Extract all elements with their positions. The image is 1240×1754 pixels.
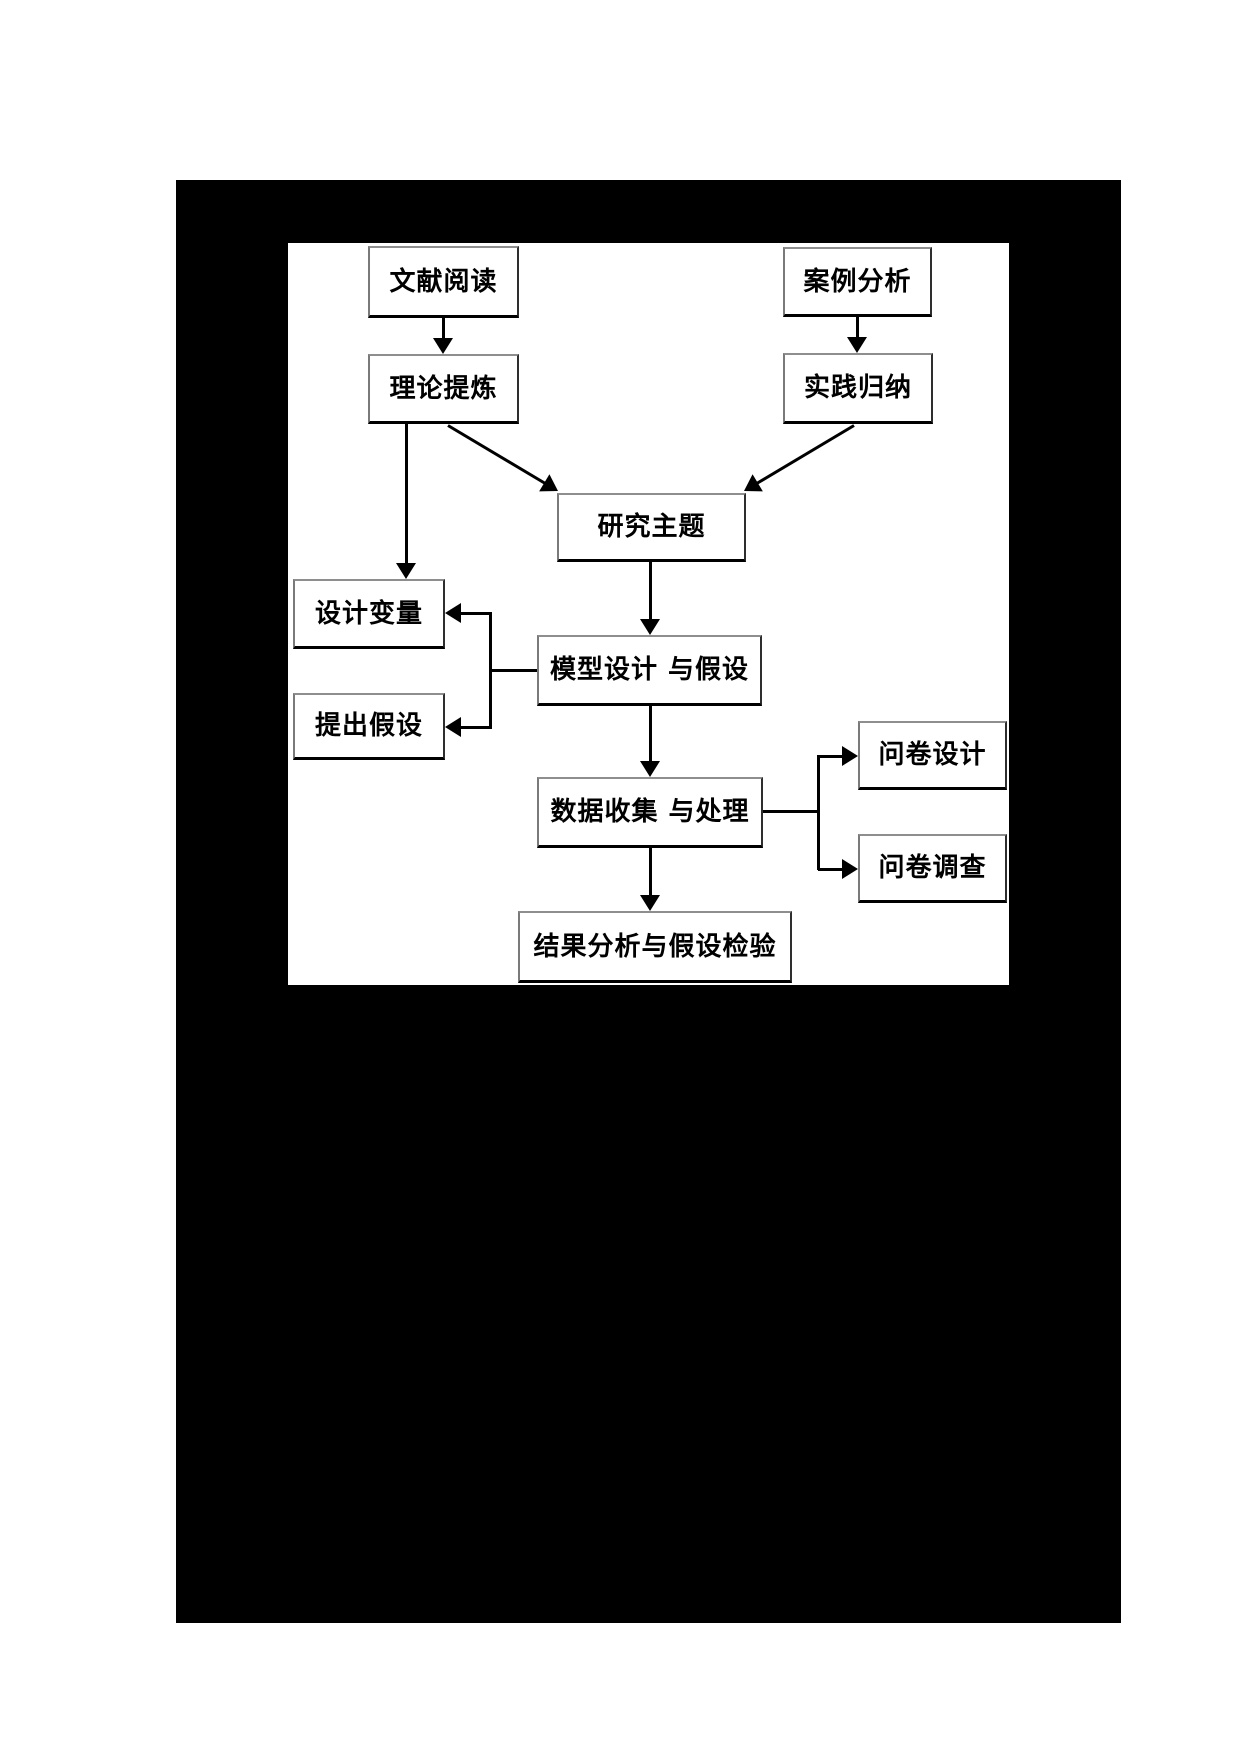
node-label-propose-hypothesis: 提出假设 <box>314 711 423 741</box>
connector-line-data-collection-to-questionnaires <box>816 755 820 870</box>
arrowhead-model-design-to-design-variables-and-hypothesis <box>445 603 461 623</box>
connector-line-case-to-practice <box>855 317 859 339</box>
flowchart-node-research-topic: 研究主题 <box>557 493 746 562</box>
flowchart-panel: 文献阅读 案例分析理论提炼 实践归纳研究主题设计变量模型设计 与假设提出假设数据收集… <box>288 243 1009 985</box>
connector-line-theory-to-design-variables <box>404 424 408 565</box>
connector-line-model-design-to-design-variables-and-hypothesis <box>459 725 492 729</box>
flowchart-node-propose-hypothesis: 提出假设 <box>293 693 445 760</box>
flowchart-node-case-analysis: 案例分析 <box>783 247 932 317</box>
arrowhead-data-collection-to-questionnaires <box>842 859 858 879</box>
connector-line-model-design-to-design-variables-and-hypothesis <box>459 611 492 615</box>
node-label-research-topic: 研究主题 <box>597 512 706 542</box>
node-label-questionnaire-survey: 问卷调查 <box>878 853 987 883</box>
connector-line-research-topic-to-model-design <box>648 562 652 621</box>
arrowhead-theory-to-design-variables <box>396 563 416 579</box>
connector-line-model-design-to-data-collection <box>648 706 652 763</box>
flowchart-node-data-collection-and-processing: 数据收集 与处理 <box>537 777 763 848</box>
connector-line-data-collection-to-questionnaires <box>763 809 819 813</box>
connector-line-data-collection-to-result-analysis <box>648 848 652 898</box>
node-label-data-collection-and-processing: 数据收集 与处理 <box>550 797 750 827</box>
node-label-practice-induction: 实践归纳 <box>803 373 912 403</box>
connector-line-data-collection-to-questionnaires <box>818 867 844 871</box>
node-label-case-analysis: 案例分析 <box>803 266 912 297</box>
flowchart-node-design-variables: 设计变量 <box>293 579 445 649</box>
arrowhead-research-topic-to-model-design <box>640 619 660 635</box>
flowchart-node-model-design-and-hypothesis: 模型设计 与假设 <box>537 635 762 706</box>
node-label-questionnaire-design: 问卷设计 <box>878 740 987 770</box>
connector-line-data-collection-to-questionnaires <box>818 754 844 758</box>
node-label-theory-refinement: 理论提炼 <box>389 373 498 404</box>
arrowhead-model-design-to-design-variables-and-hypothesis <box>445 717 461 737</box>
arrowhead-model-design-to-data-collection <box>640 761 660 777</box>
node-label-model-design-and-hypothesis: 模型设计 与假设 <box>549 655 750 685</box>
connector-line-literature-to-theory <box>441 318 445 340</box>
flowchart-node-questionnaire-survey: 问卷调查 <box>858 834 1007 903</box>
connector-line-model-design-to-design-variables-and-hypothesis <box>490 668 537 672</box>
connector-line-model-design-to-design-variables-and-hypothesis <box>488 612 492 729</box>
figure-background: 文献阅读 案例分析理论提炼 实践归纳研究主题设计变量模型设计 与假设提出假设数据收集… <box>176 180 1121 1623</box>
arrowhead-literature-to-theory <box>433 338 453 354</box>
node-label-literature-reading: 文献阅读 <box>389 266 498 297</box>
flowchart-node-theory-refinement: 理论提炼 <box>368 354 519 424</box>
flowchart-node-questionnaire-design: 问卷设计 <box>858 721 1007 790</box>
node-label-design-variables: 设计变量 <box>314 598 423 629</box>
flowchart-node-literature-reading: 文献阅读 <box>368 246 519 318</box>
flowchart-node-practice-induction: 实践归纳 <box>783 353 933 424</box>
flowchart-node-result-analysis-hypothesis-testing: 结果分析与假设检验 <box>518 911 792 983</box>
node-label-result-analysis-hypothesis-testing: 结果分析与假设检验 <box>533 931 777 962</box>
arrowhead-data-collection-to-questionnaires <box>842 746 858 766</box>
connector-line-theory-to-research-topic <box>447 423 548 486</box>
arrowhead-data-collection-to-result-analysis <box>640 895 660 911</box>
arrowhead-case-to-practice <box>847 337 867 353</box>
connector-line-practice-to-research-topic <box>754 423 855 486</box>
